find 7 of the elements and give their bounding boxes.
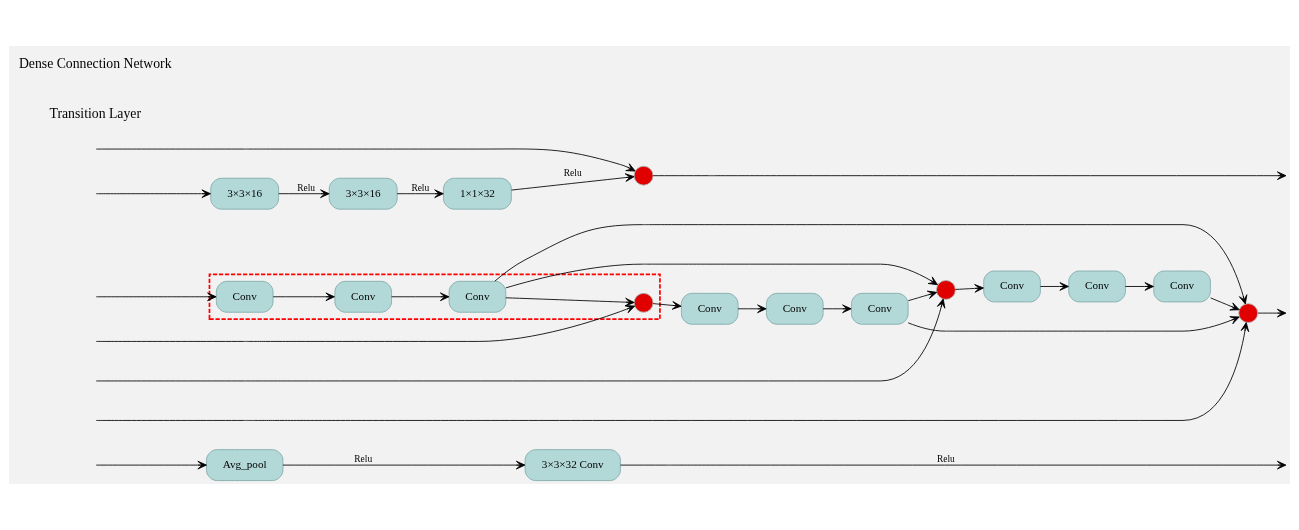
edge-label: Relu: [563, 168, 582, 179]
edge-label: Relu: [411, 182, 430, 193]
label: Dense Connection Network: [18, 56, 172, 72]
edge-label: Relu: [937, 454, 955, 465]
edge-label: Relu: [297, 182, 315, 193]
edge-label: Relu: [354, 454, 373, 465]
label: Transition Layer: [49, 105, 141, 121]
